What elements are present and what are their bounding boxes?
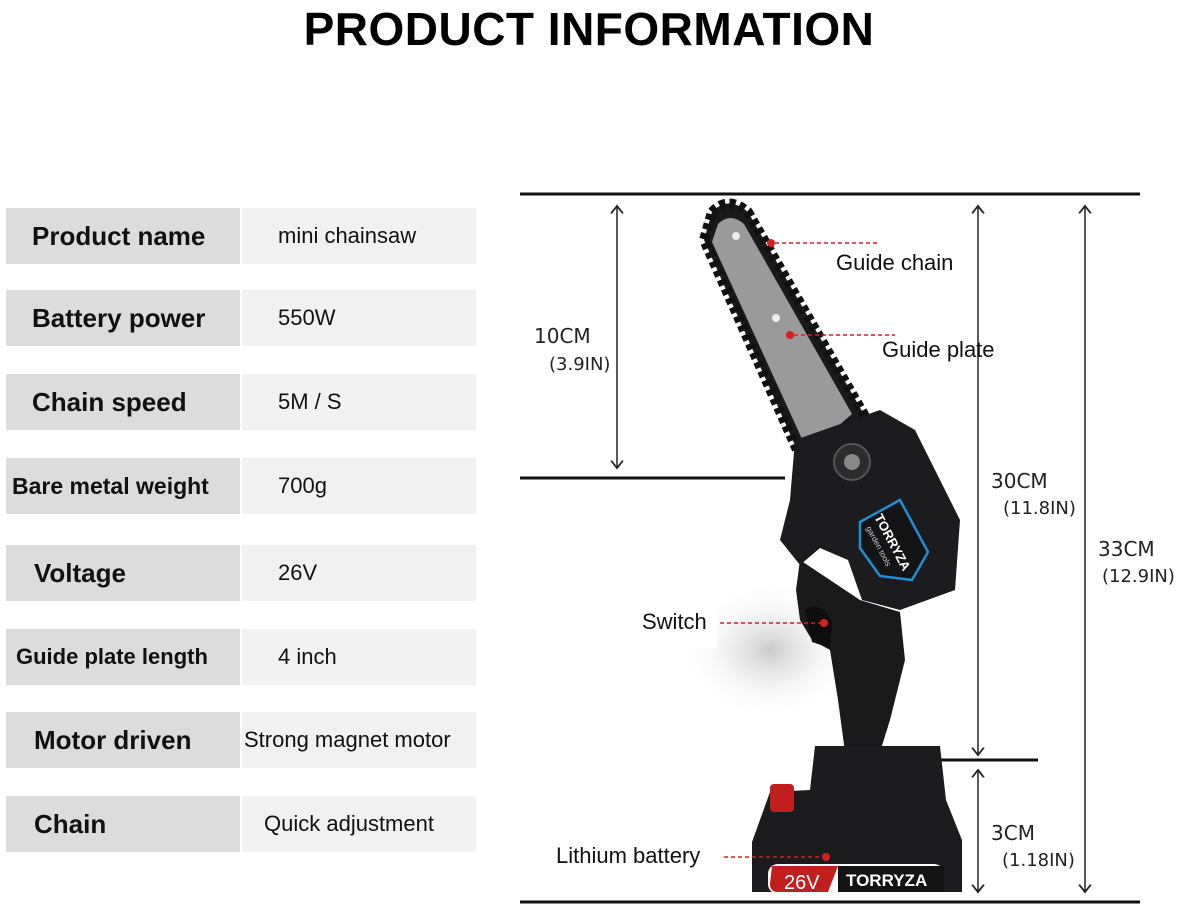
spec-row-motor-driven: Motor driven Strong magnet motor bbox=[6, 712, 476, 768]
spec-value: 700g bbox=[242, 458, 476, 514]
body-dimension-cm: 30CM bbox=[991, 469, 1048, 493]
spec-label: Motor driven bbox=[6, 712, 240, 768]
spec-label: Guide plate length bbox=[6, 629, 240, 685]
brand-badge bbox=[858, 498, 930, 582]
battery-release-red bbox=[770, 784, 794, 812]
spec-value: 5M / S bbox=[242, 374, 476, 430]
callout-switch: Switch bbox=[637, 604, 828, 648]
spec-label: Battery power bbox=[6, 290, 240, 346]
spec-label: Chain speed bbox=[6, 374, 240, 430]
total-dimension-in: (12.9IN) bbox=[1102, 566, 1175, 587]
switch-label: Switch bbox=[642, 609, 707, 634]
spec-row-product-name: Product name mini chainsaw bbox=[6, 208, 476, 264]
callout-guide-chain: Guide chain bbox=[767, 239, 953, 275]
spec-value: 4 inch bbox=[242, 629, 476, 685]
switch-shape bbox=[805, 606, 832, 648]
handle-shape bbox=[796, 560, 905, 752]
lithium-battery-label: Lithium battery bbox=[556, 843, 700, 868]
spec-label: Bare metal weight bbox=[6, 458, 240, 514]
battery-dimension-in: (1.18IN) bbox=[1002, 850, 1075, 871]
spec-label: Chain bbox=[6, 796, 240, 852]
spec-value: Strong magnet motor bbox=[242, 712, 476, 768]
spec-value: 26V bbox=[242, 545, 476, 601]
guide-plate-label: Guide plate bbox=[882, 337, 995, 362]
callout-guide-plate: Guide plate bbox=[786, 331, 995, 362]
blade-dimension-cm: 10CM bbox=[534, 324, 591, 348]
guide-chain-label: Guide chain bbox=[836, 250, 953, 275]
spec-value: mini chainsaw bbox=[242, 208, 476, 264]
spec-row-guide-plate-length: Guide plate length 4 inch bbox=[6, 629, 476, 685]
spec-row-battery-power: Battery power 550W bbox=[6, 290, 476, 346]
page-title: PRODUCT INFORMATION bbox=[303, 3, 875, 55]
battery-brand-text: TORRYZA bbox=[846, 871, 927, 890]
spec-label: Product name bbox=[6, 208, 240, 264]
battery-dimension-cm: 3CM bbox=[991, 821, 1035, 845]
spec-value: Quick adjustment bbox=[242, 796, 476, 852]
spec-row-chain: Chain Quick adjustment bbox=[6, 796, 476, 852]
spec-label: Voltage bbox=[6, 545, 240, 601]
battery-shape bbox=[752, 746, 962, 892]
battery-voltage-text: 26V bbox=[784, 872, 820, 894]
guide-plate-shape bbox=[712, 218, 852, 452]
chainsaw-illustration: TORRYZA garden tools 26V TORRYZA bbox=[698, 198, 962, 894]
spec-row-voltage: Voltage 26V bbox=[6, 545, 476, 601]
total-dimension-cm: 33CM bbox=[1098, 537, 1155, 561]
body-dimension-in: (11.8IN) bbox=[1003, 498, 1076, 519]
blade-dimension-in: (3.9IN) bbox=[549, 354, 610, 375]
spec-row-bare-metal-weight: Bare metal weight 700g bbox=[6, 458, 476, 514]
callout-lithium-battery: Lithium battery bbox=[552, 840, 830, 874]
spec-value: 550W bbox=[242, 290, 476, 346]
spec-row-chain-speed: Chain speed 5M / S bbox=[6, 374, 476, 430]
